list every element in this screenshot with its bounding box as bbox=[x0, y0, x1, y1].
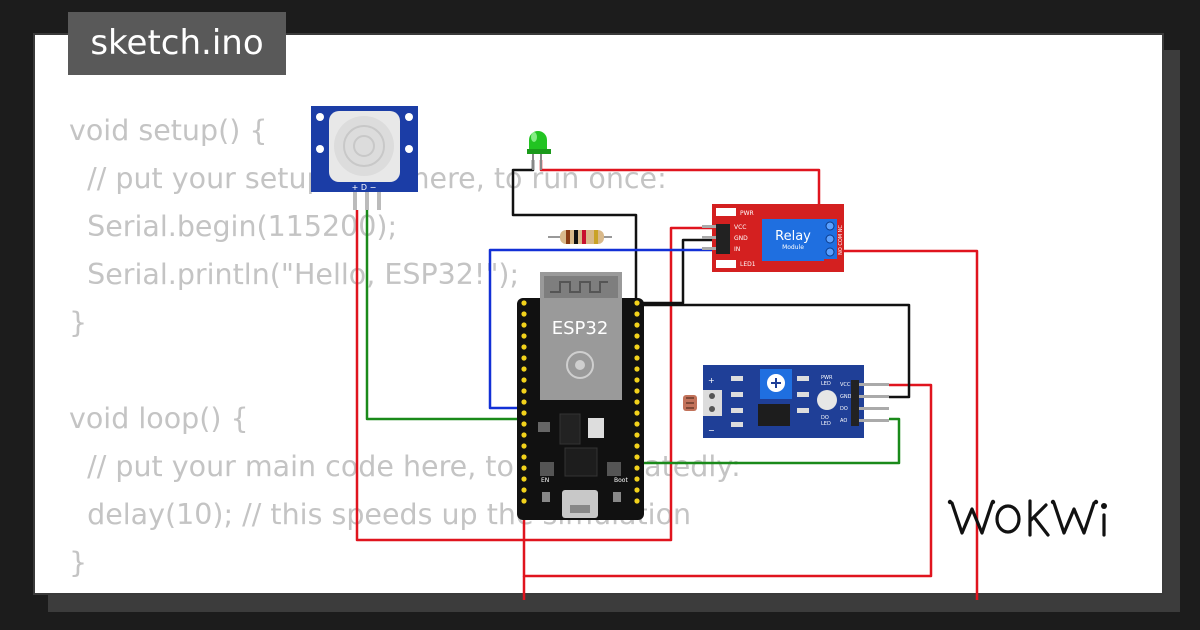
wire-red-esp-ldr bbox=[522, 383, 933, 578]
svg-text:LED: LED bbox=[821, 421, 831, 427]
relay-subtitle: Module bbox=[782, 244, 804, 251]
esp32-pin bbox=[634, 432, 640, 438]
esp32-pin bbox=[521, 333, 527, 339]
esp32-pin bbox=[521, 366, 527, 372]
code-line: } bbox=[69, 546, 88, 579]
pir-sensor[interactable]: + D − bbox=[311, 106, 418, 210]
file-tab-label: sketch.ino bbox=[90, 23, 264, 63]
wire-black-relay-gnd bbox=[636, 238, 716, 305]
esp32-pin bbox=[521, 388, 527, 394]
esp32-pin bbox=[521, 355, 527, 361]
esp32-pin bbox=[634, 454, 640, 460]
wokwi-logo bbox=[947, 499, 1107, 537]
svg-text:EN: EN bbox=[541, 477, 549, 484]
svg-text:PWR: PWR bbox=[740, 210, 754, 217]
svg-text:IN: IN bbox=[734, 246, 740, 253]
svg-text:+: + bbox=[708, 376, 715, 385]
esp32-pin bbox=[634, 465, 640, 471]
esp32-pin bbox=[634, 300, 640, 306]
esp32-pin bbox=[521, 498, 527, 504]
svg-text:DO: DO bbox=[821, 415, 829, 421]
esp32-pins-left bbox=[521, 300, 527, 504]
green-led[interactable] bbox=[527, 131, 551, 170]
svg-text:GND: GND bbox=[840, 394, 852, 400]
esp32-pin bbox=[634, 344, 640, 350]
relay-module[interactable]: Relay Module PWR LED1 VCC GND IN NO COM … bbox=[702, 204, 844, 272]
esp32-pin bbox=[634, 366, 640, 372]
esp32-pins-right bbox=[634, 300, 640, 504]
code-line: // put your main code here, to run repea… bbox=[69, 450, 741, 483]
code-line: } bbox=[69, 306, 88, 339]
esp32-pin bbox=[634, 333, 640, 339]
esp32-board[interactable]: ESP32 Boot EN bbox=[517, 272, 644, 520]
esp32-pin bbox=[634, 388, 640, 394]
svg-text:Boot: Boot bbox=[614, 477, 628, 484]
wire-green-ldr-do bbox=[637, 417, 901, 465]
esp32-pin bbox=[521, 399, 527, 405]
ldr-sensor-module[interactable]: + − PWR LED DO LED VCC GND DO AO bbox=[683, 365, 889, 438]
code-line: Serial.begin(115200); bbox=[69, 210, 398, 243]
esp32-label: ESP32 bbox=[552, 318, 609, 339]
svg-text:LED: LED bbox=[821, 381, 831, 387]
esp32-pin bbox=[521, 377, 527, 383]
esp32-pin bbox=[521, 311, 527, 317]
code-editor: void setup() { // put your setup code he… bbox=[69, 107, 741, 587]
svg-text:DO: DO bbox=[840, 406, 848, 412]
resistor[interactable] bbox=[548, 230, 612, 244]
esp32-pin bbox=[634, 421, 640, 427]
pir-pin-labels: + D − bbox=[352, 183, 377, 192]
file-tab[interactable]: sketch.ino bbox=[68, 12, 286, 75]
esp32-pin bbox=[521, 465, 527, 471]
code-line: Serial.println("Hello, ESP32!"); bbox=[69, 258, 520, 291]
esp32-pin bbox=[634, 355, 640, 361]
wire-black-ldr-gnd bbox=[637, 303, 911, 399]
code-line: void loop() { bbox=[69, 402, 249, 435]
esp32-pin bbox=[521, 300, 527, 306]
code-line: void setup() { bbox=[69, 114, 268, 147]
wire-red-pir-vcc bbox=[355, 210, 716, 542]
esp32-pin bbox=[634, 498, 640, 504]
esp32-pin bbox=[521, 410, 527, 416]
esp32-pin bbox=[634, 322, 640, 328]
esp32-pin bbox=[634, 399, 640, 405]
esp32-pin bbox=[634, 410, 640, 416]
svg-text:PWR: PWR bbox=[821, 375, 833, 381]
svg-text:VCC: VCC bbox=[840, 382, 851, 388]
esp32-pin bbox=[634, 443, 640, 449]
esp32-pin bbox=[521, 487, 527, 493]
wire-green-pir-out bbox=[365, 210, 524, 421]
esp32-pin bbox=[634, 311, 640, 317]
code-line: // put your setup code here, to run once… bbox=[87, 162, 667, 195]
relay-title: Relay bbox=[775, 229, 811, 244]
esp32-pin bbox=[521, 421, 527, 427]
esp32-pin bbox=[521, 443, 527, 449]
esp32-pin bbox=[521, 454, 527, 460]
svg-text:GND: GND bbox=[734, 235, 748, 242]
esp32-pin bbox=[521, 322, 527, 328]
svg-text:AO: AO bbox=[840, 418, 847, 424]
esp32-pin bbox=[521, 432, 527, 438]
esp32-pin bbox=[634, 476, 640, 482]
esp32-pin bbox=[521, 476, 527, 482]
svg-text:LED1: LED1 bbox=[740, 261, 756, 268]
svg-text:VCC: VCC bbox=[734, 224, 746, 231]
esp32-pin bbox=[634, 377, 640, 383]
wire-red-relay-nc bbox=[834, 249, 979, 600]
esp32-pin bbox=[521, 344, 527, 350]
esp32-pin bbox=[634, 487, 640, 493]
wire-blue-relay-in bbox=[488, 248, 716, 410]
svg-text:−: − bbox=[708, 426, 715, 435]
svg-text:NO COM NC: NO COM NC bbox=[838, 225, 844, 255]
